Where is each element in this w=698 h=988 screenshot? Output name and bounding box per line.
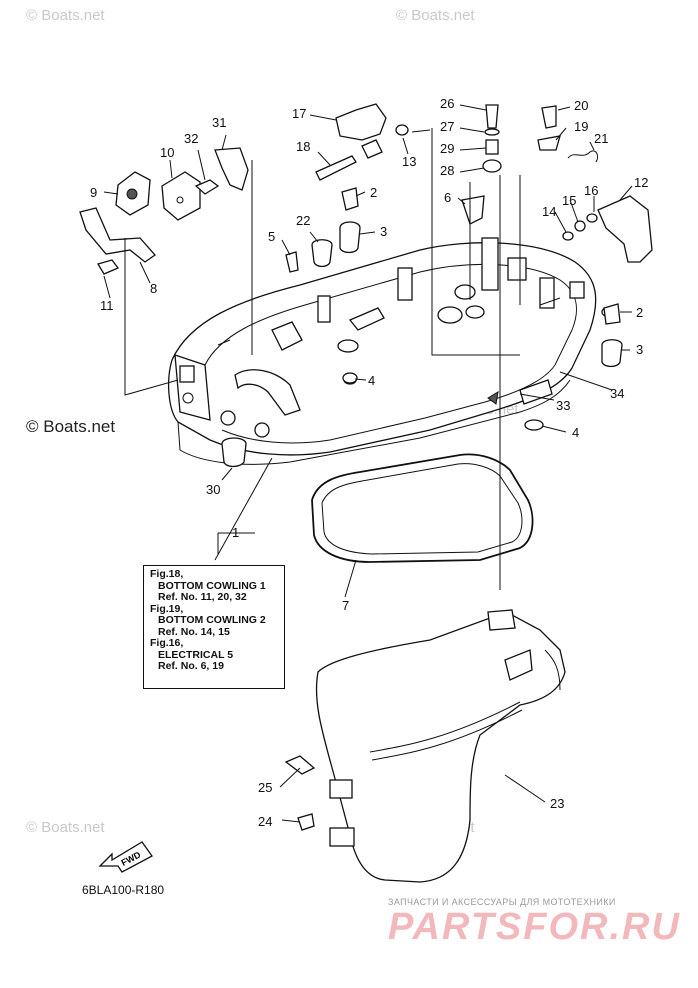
callout-22: 22 (296, 213, 310, 228)
watermark-top-center: © Boats.net (396, 7, 475, 24)
watermark-main: © Boats.net (26, 417, 115, 436)
callout-12: 12 (634, 175, 648, 190)
callout-15: 15 (562, 193, 576, 208)
brand-tagline: ЗАПЧАСТИ И АКСЕССУАРЫ ДЛЯ МОТОТЕХНИКИ (388, 897, 616, 907)
ref-line-2: BOTTOM COWLING 1 (158, 579, 266, 592)
leader-lines (103, 104, 633, 823)
bottom-cowling (168, 237, 619, 465)
callout-19: 19 (574, 119, 588, 134)
callout-31: 31 (212, 115, 226, 130)
callout-5: 5 (268, 229, 275, 244)
callout-34: 34 (610, 386, 624, 401)
diagram-code: 6BLA100-R180 (82, 883, 165, 897)
callout-30: 30 (206, 482, 220, 497)
callout-26: 26 (440, 96, 454, 111)
callout-3: 3 (380, 224, 387, 239)
ref-line-4: Fig.19, (150, 602, 184, 615)
callout-4b: 4 (572, 425, 579, 440)
watermark-top-left: © Boats.net (26, 7, 105, 24)
callout-33: 33 (556, 398, 570, 413)
callout-17: 17 (292, 106, 306, 121)
reference-box: Fig.18, BOTTOM COWLING 1 Ref. No. 11, 20… (143, 565, 285, 689)
callout-13: 13 (402, 154, 416, 169)
callout-14: 14 (542, 204, 556, 219)
apron (315, 609, 566, 883)
callout-20: 20 (574, 98, 588, 113)
callout-3b: 3 (636, 342, 643, 357)
callout-21: 21 (594, 131, 608, 146)
ref-line-3: Ref. No. 11, 20, 32 (158, 591, 247, 603)
watermark-bottom-left: © Boats.net (26, 819, 105, 836)
brand-logo: PARTSFOR.RU (388, 906, 681, 948)
callout-28: 28 (440, 163, 454, 178)
callout-9: 9 (90, 185, 97, 200)
callout-27: 27 (440, 119, 454, 134)
ref-line-8: ELECTRICAL 5 (158, 648, 234, 661)
callout-10: 10 (160, 145, 174, 160)
callout-2b: 2 (636, 305, 643, 320)
callout-32: 32 (184, 131, 198, 146)
callout-2: 2 (370, 185, 377, 200)
callout-6: 6 (444, 190, 451, 205)
callout-29: 29 (440, 141, 454, 156)
callout-24: 24 (258, 814, 272, 829)
callout-18: 18 (296, 139, 310, 154)
callout-1: 1 (232, 525, 239, 540)
ref-line-6: Ref. No. 14, 15 (158, 625, 230, 638)
callout-23: 23 (550, 796, 564, 811)
callout-labels: 1 2 2 3 3 4 4 5 6 7 8 9 10 11 12 13 14 1… (90, 96, 648, 829)
ref-line-1: Fig.18, (150, 568, 184, 580)
callout-25: 25 (258, 780, 272, 795)
ref-line-5: BOTTOM COWLING 2 (158, 614, 266, 626)
callout-7: 7 (342, 598, 349, 613)
callout-8: 8 (150, 281, 157, 296)
seal-ring (311, 453, 534, 563)
callout-16: 16 (584, 183, 598, 198)
callout-11: 11 (100, 298, 114, 313)
ref-line-9: Ref. No. 6, 19 (158, 660, 224, 672)
ref-line-7: Fig.16, (150, 637, 184, 649)
fwd-arrow-icon: FWD (98, 841, 153, 873)
callout-4: 4 (368, 373, 375, 388)
